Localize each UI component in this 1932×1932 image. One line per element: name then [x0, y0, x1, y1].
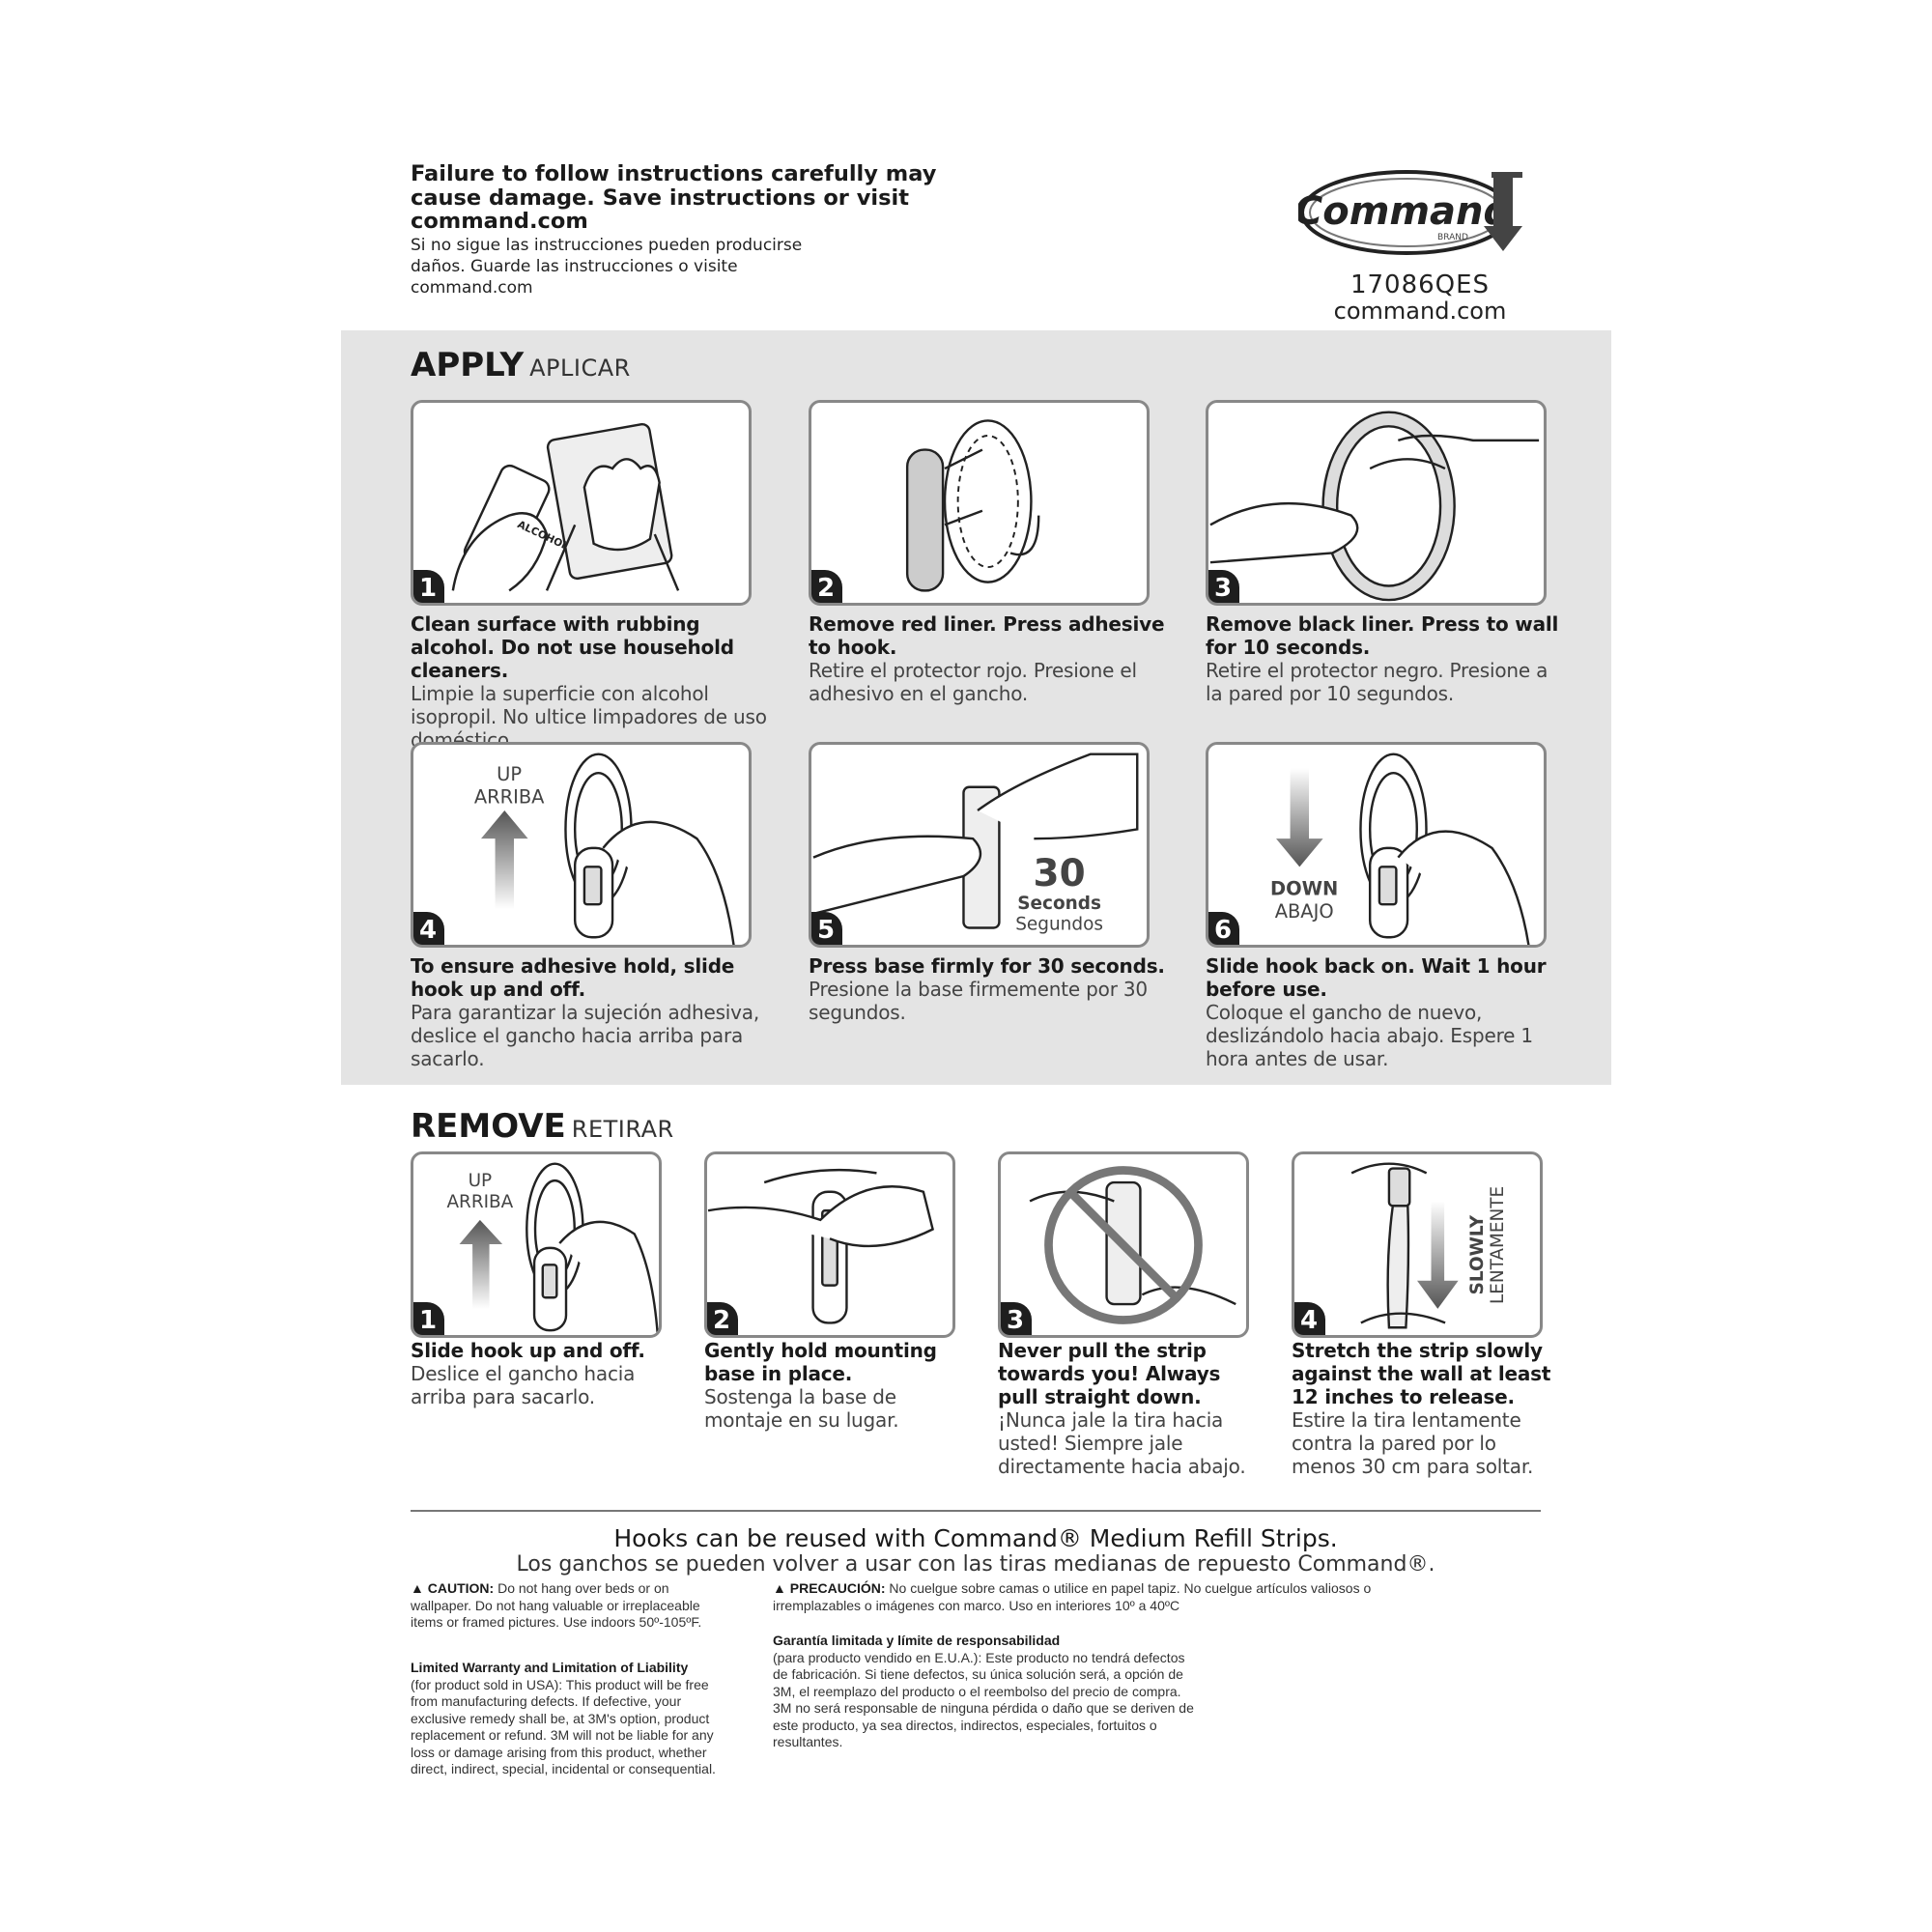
remove-step-2-caption: Gently hold mounting base in place.Soste… [704, 1339, 937, 1432]
divider [411, 1510, 1541, 1512]
remove-step-4-illustration: SLOWLY LENTAMENTE 4 [1292, 1151, 1543, 1338]
product-code: 17086QES [1350, 270, 1491, 299]
seconds-label: Seconds [1017, 894, 1101, 914]
reuse-note-spanish: Los ganchos se pueden volver a usar con … [516, 1552, 1435, 1577]
apply-step-1-caption: Clean surface with rubbing alcohol. Do n… [411, 612, 767, 752]
apply-step-5-illustration: 30 Seconds Segundos 5 [809, 742, 1150, 948]
apply-step-3-caption: Remove black liner. Press to wall for 10… [1206, 612, 1559, 705]
logo-wordmark: Command [1298, 189, 1512, 234]
step-badge: 3 [1001, 1302, 1032, 1335]
website: command.com [1333, 298, 1507, 325]
remove-step-2-illustration: 2 [704, 1151, 955, 1338]
command-logo: Command BRAND [1294, 166, 1530, 259]
reuse-note: Hooks can be reused with Command® Medium… [613, 1524, 1338, 1552]
remove-step-3-illustration: 3 [998, 1151, 1249, 1338]
remove-step-4-caption: Stretch the strip slowly against the wal… [1292, 1339, 1551, 1478]
apply-step-4-caption: To ensure adhesive hold, slide hook up a… [411, 954, 759, 1070]
remove-step-1-caption: Slide hook up and off.Deslice el gancho … [411, 1339, 645, 1408]
remove-step-1-illustration: UP ARRIBA 1 [411, 1151, 662, 1338]
step-badge: 4 [413, 912, 444, 945]
apply-step-3-illustration: 3 [1206, 400, 1547, 606]
logo-brand: BRAND [1437, 233, 1468, 242]
step-badge: 6 [1208, 912, 1239, 945]
step-badge: 2 [811, 570, 842, 603]
apply-step-6-illustration: DOWN ABAJO 6 [1206, 742, 1547, 948]
warning-spanish: Si no sigue las instrucciones pueden pro… [411, 236, 803, 298]
arriba-label: ARRIBA [474, 785, 545, 808]
step-badge: 5 [811, 912, 842, 945]
apply-step-1-illustration: ALCOHOL 1 [411, 400, 752, 606]
abajo-label: ABAJO [1275, 900, 1334, 923]
warning-heading: Failure to follow instructions carefully… [411, 161, 937, 234]
apply-step-6-caption: Slide hook back on. Wait 1 hour before u… [1206, 954, 1547, 1070]
arriba-label: ARRIBA [446, 1192, 513, 1212]
warranty-block: Limited Warranty and Limitation of Liabi… [411, 1660, 716, 1776]
caution-block: ▲ CAUTION: Do not hang over beds or on w… [411, 1580, 702, 1630]
slowly-label: SLOWLY [1467, 1214, 1488, 1294]
warning-triangle-icon: ▲ [773, 1580, 786, 1596]
apply-step-4-illustration: UP ARRIBA 4 [411, 742, 752, 948]
step-badge: 1 [413, 1302, 444, 1335]
thirty-label: 30 [1034, 852, 1086, 895]
step-badge: 2 [707, 1302, 738, 1335]
garantia-block: Garantía limitada y límite de responsabi… [773, 1633, 1194, 1749]
step-badge: 3 [1208, 570, 1239, 603]
apply-step-5-caption: Press base firmly for 30 seconds.Presion… [809, 954, 1165, 1024]
lentamente-label: LENTAMENTE [1488, 1186, 1508, 1304]
apply-step-2-caption: Remove red liner. Press adhesive to hook… [809, 612, 1165, 705]
up-label: UP [497, 763, 522, 785]
precaucion-block: ▲ PRECAUCIÓN: No cuelgue sobre camas o u… [773, 1580, 1372, 1613]
segundos-label: Segundos [1015, 914, 1103, 934]
up-label: UP [469, 1171, 493, 1191]
step-badge: 4 [1294, 1302, 1325, 1335]
step-badge: 1 [413, 570, 444, 603]
apply-step-2-illustration: 2 [809, 400, 1150, 606]
warning-triangle-icon: ▲ [411, 1580, 424, 1596]
remove-step-3-caption: Never pull the strip towards you! Always… [998, 1339, 1246, 1478]
down-label: DOWN [1270, 877, 1338, 899]
